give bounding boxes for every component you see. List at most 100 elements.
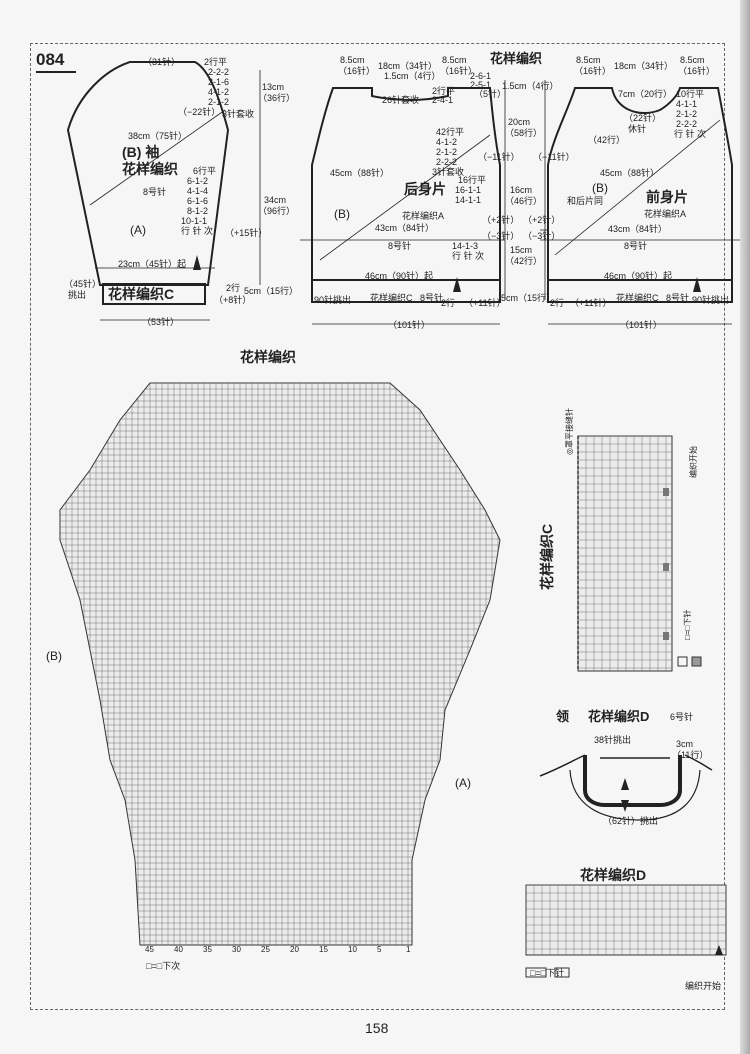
front-neck-depth: 7cm（20行） [618, 89, 673, 99]
back-outline [311, 87, 501, 281]
front-armhole-rows: （42行） [588, 135, 626, 145]
front-neck-row-2: 4-1-1 [676, 99, 698, 109]
sleeve-label: (B) 袖 [122, 144, 160, 160]
sleeve-cuff-height: 5cm（15行） [244, 286, 299, 296]
back-armhole-5: 3针套收 [432, 167, 465, 177]
sleeve-cap-height-rows: （36行） [258, 93, 296, 103]
main-chart-legend: □=□下次 [146, 961, 181, 971]
page-number: 158 [365, 1020, 389, 1036]
back-label: 后身片 [404, 181, 446, 197]
chart-c-title: 花样编织C [539, 523, 555, 590]
main-chart-b: (B) [46, 649, 62, 663]
sleeve-side-1: 6行平 [193, 166, 217, 176]
back-bottom: （101针） [388, 320, 431, 330]
front-hem-needle: 8号针 [666, 293, 690, 303]
main-chart-column-number: 25 [261, 945, 270, 954]
front-label: 前身片 [646, 189, 688, 205]
chart-c-side-label: ◎罩平接缝针 [565, 408, 574, 455]
front-bottom: （101针） [620, 320, 663, 330]
sleeve-side-7: 行 针 次 [181, 226, 214, 236]
sleeve-cuff-inc: （+8针） [214, 295, 252, 305]
back-neck-rows-2: 2-4-1 [432, 95, 454, 105]
back-shoulder-dec-2: 2-5-1 [470, 80, 492, 90]
sleeve-cap-row-4: 4-1-2 [208, 87, 230, 97]
sleeve-bind-off: 3针套收 [222, 109, 255, 119]
front-needle: 8号针 [624, 241, 648, 251]
sleeve-cap-row-3: 2-1-6 [208, 77, 230, 87]
main-chart-column-number: 35 [203, 945, 212, 954]
back-armhole-dec: （−11针） [478, 152, 520, 162]
main-chart-column-number: 5 [377, 945, 382, 954]
front-neck-row-1: 10行平 [676, 89, 705, 99]
chart-c-legend: □=□下针 [683, 609, 692, 640]
back-waist-rows-2: 行 针 次 [452, 251, 485, 261]
sleeve-top-width: （31针） [143, 57, 181, 67]
back-shoulder-dec-1: 2-6-1 [470, 71, 492, 81]
back-side-3: 14-1-1 [455, 195, 482, 205]
back-neck-rows: 1.5cm（4行） [384, 71, 441, 81]
sleeve-cap-row-1: 2行平 [204, 57, 228, 67]
sleeve-side-3: 4-1-4 [187, 186, 209, 196]
back-side-h: 16cm [510, 185, 533, 195]
main-chart-a: (A) [455, 776, 471, 790]
back-armhole-h: 20cm [508, 117, 531, 127]
back-shoulder-h: 1.5cm（4行） [502, 81, 559, 91]
main-chart-title: 花样编织 [240, 349, 296, 365]
front-dec: （−3针） [523, 231, 561, 241]
sleeve-a-label: (A) [130, 223, 146, 237]
back-hem: 46cm（90针）起 [365, 271, 434, 281]
back-side-2: 16-1-1 [455, 185, 482, 195]
front-hem: 46cm（90针）起 [604, 271, 673, 281]
sleeve-needle: 8号针 [143, 187, 167, 197]
sleeve-cuff-pick2: 挑出 [68, 290, 87, 300]
sleeve-side-2: 6-1-2 [187, 176, 209, 186]
front-neck-row-5: 行 针 次 [674, 129, 707, 139]
back-neck-rows-1: 2行平 [432, 86, 456, 96]
front-neck-row-3: 2-1-2 [676, 109, 698, 119]
sleeve-cuff-width: 23cm（45针）起 [118, 259, 187, 269]
front-label-pattern: 花样编织A [644, 209, 687, 219]
back-hem-inc: （+11针） [464, 298, 506, 308]
sleeve-cuff-outline [102, 283, 206, 305]
collar-pick-front: （62针）挑出 [603, 816, 659, 826]
front-hem-rows: 2行 [550, 298, 565, 308]
collar-needle: 6号针 [670, 712, 694, 722]
back-armhole-h-rows: （58行） [505, 128, 543, 138]
collar-pattern: 花样编织D [588, 709, 650, 724]
main-chart-column-number: 1 [406, 945, 411, 954]
chart-d-legend: □=□下针 [530, 968, 565, 978]
main-chart-grid [59, 382, 501, 946]
back-dec: （−3针） [482, 231, 520, 241]
front-inc: （+2针） [523, 215, 561, 225]
sleeve-cap-height: 13cm [262, 82, 285, 92]
back-hem-pick: 90针挑出 [314, 295, 352, 305]
collar-pick-back: 38针挑出 [594, 735, 632, 745]
back-armhole-1: 42行平 [436, 127, 465, 137]
sleeve-cuff-pattern: 花样编织C [108, 286, 175, 302]
back-hem-needle: 8号针 [420, 293, 444, 303]
sleeve-bottom: （53针） [142, 317, 180, 327]
sleeve-cuff-pick: （45针） [64, 279, 102, 289]
sleeve-outline [66, 61, 230, 286]
back-waist-h: 15cm [510, 245, 533, 255]
front-shoulder-l: 8.5cm [576, 55, 601, 65]
front-shoulder-r: 8.5cm [680, 55, 705, 65]
front-same: 和后片同 [567, 196, 604, 206]
back-label-pattern: 花样编织A [402, 211, 445, 221]
back-shoulder-r-st: （16针） [440, 66, 478, 76]
back-shoulder-l-st: （16针） [338, 66, 376, 76]
chart-d-start: 编织开始 [685, 981, 722, 991]
sleeve-cap-row-2: 2-2-2 [208, 67, 230, 77]
front-neck-rest: （22针） [624, 113, 662, 123]
sleeve-decrease: （−22针） [178, 107, 221, 117]
front-hem-inc: （+11针） [570, 298, 612, 308]
sleeve-length-rows: （96行） [258, 206, 296, 216]
chart-c-start: 编织开始 [689, 446, 698, 478]
collar-title: 领 [556, 709, 570, 724]
back-hem-outline [311, 279, 501, 303]
back-hem-pattern: 花样编织C [370, 293, 413, 303]
main-chart-column-number: 40 [174, 945, 183, 954]
collar-diagram [539, 754, 713, 821]
sleeve-cuff-rows: 2行 [226, 283, 241, 293]
